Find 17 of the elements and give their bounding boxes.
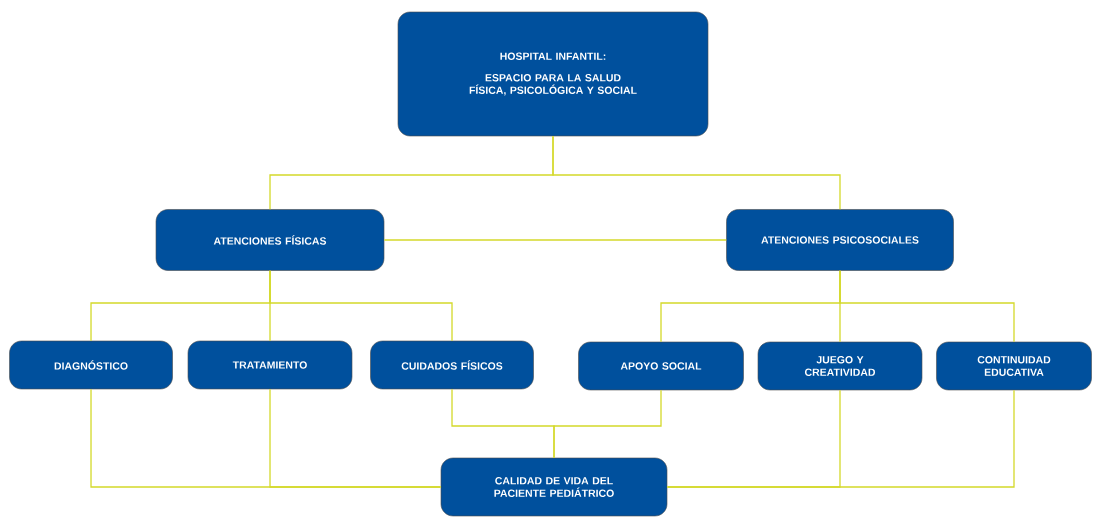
- connector-line: [383, 239, 727, 241]
- process-box: DIAGNÓSTICO: [9, 340, 173, 390]
- connector-line: [269, 388, 442, 488]
- process-box: HOSPITAL INFANTIL: ESPACIO PARA LA SALUD FÍSICA, PSICOLÓGICA Y SOCIAL: [397, 11, 709, 137]
- connector-line: [666, 389, 1015, 488]
- process-box: TRATAMIENTO: [187, 340, 353, 390]
- process-box: CUIDADOS FÍSICOS: [370, 340, 534, 390]
- connector-line: [839, 270, 1015, 343]
- connector-line: [553, 389, 662, 459]
- process-box: JUEGO Y CREATIVIDAD: [757, 341, 923, 391]
- connector-line: [269, 270, 453, 342]
- process-box: CALIDAD DE VIDA DEL PACIENTE PEDIÁTRICO: [440, 457, 668, 517]
- process-box: CONTINUIDAD EDUCATIVA: [936, 341, 1092, 391]
- process-box: ATENCIONES PSICOSOCIALES: [726, 209, 954, 271]
- process-box: ATENCIONES FÍSICAS: [155, 209, 385, 271]
- process-box: APOYO SOCIAL: [578, 341, 744, 391]
- connector-line: [552, 135, 841, 210]
